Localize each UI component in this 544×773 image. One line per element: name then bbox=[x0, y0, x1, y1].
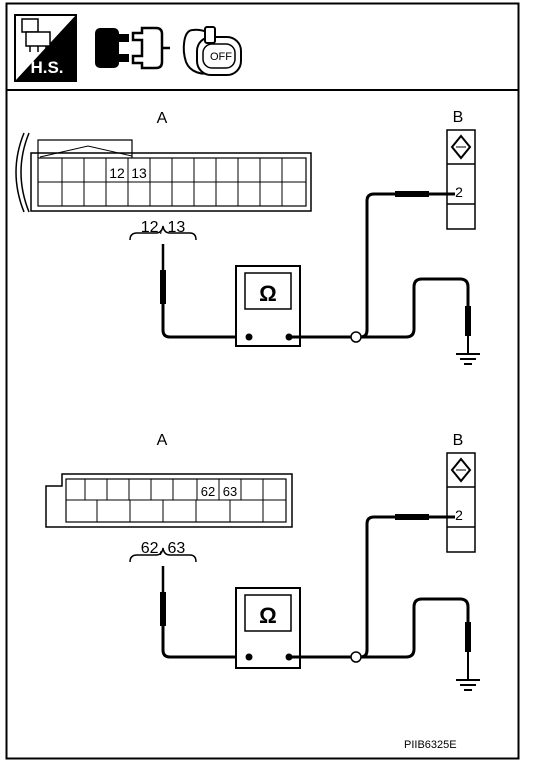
pin-b-2: 2 bbox=[455, 507, 463, 523]
pin-range-brace bbox=[129, 547, 197, 563]
harness-service-badge: H.S. bbox=[14, 14, 77, 82]
ground-symbol bbox=[456, 336, 480, 365]
connector-a bbox=[45, 473, 293, 528]
connector-b-label: B bbox=[453, 109, 464, 126]
pin-range-label: 62, 63 bbox=[141, 540, 186, 557]
figure-code: PIIB6325E bbox=[404, 739, 457, 751]
hs-badge-text: H.S. bbox=[30, 58, 63, 77]
pin-a-62: 62 bbox=[201, 484, 215, 499]
probe-b bbox=[395, 514, 429, 520]
connector-a-label: A bbox=[157, 432, 168, 449]
ignition-off-text: OFF bbox=[210, 51, 232, 63]
pin-b-2: 2 bbox=[455, 184, 463, 200]
probe-ground bbox=[465, 622, 471, 652]
lead-to-meter-left bbox=[161, 304, 249, 339]
probe-ground bbox=[465, 306, 471, 336]
probe-a bbox=[160, 270, 166, 304]
connector-a bbox=[15, 132, 312, 213]
lead-to-meter-left bbox=[161, 626, 249, 659]
connector-disconnect-icon bbox=[95, 26, 170, 70]
pin-range-brace bbox=[129, 225, 197, 241]
connector-b-label: B bbox=[453, 432, 464, 449]
lead-junction bbox=[350, 651, 362, 663]
ohmmeter: Ω bbox=[235, 587, 301, 669]
probe-b bbox=[395, 191, 429, 197]
pin-a-13: 13 bbox=[131, 165, 147, 181]
connector-b bbox=[446, 452, 476, 553]
pin-range-label: 12, 13 bbox=[141, 219, 186, 236]
connector-a-label: A bbox=[157, 110, 168, 127]
ohmmeter: Ω bbox=[235, 265, 301, 347]
diagram-1: A B 12 13 bbox=[15, 109, 480, 365]
ignition-off-icon: OFF bbox=[182, 26, 242, 76]
diagram-2: A B 62 bbox=[45, 432, 480, 691]
pin-a-63: 63 bbox=[223, 484, 237, 499]
pin-a-12: 12 bbox=[109, 165, 125, 181]
ohm-symbol: Ω bbox=[259, 281, 277, 306]
meter-terminal-left bbox=[245, 653, 253, 661]
seat-icon bbox=[21, 18, 51, 52]
ohm-symbol: Ω bbox=[259, 603, 277, 628]
meter-terminal-left bbox=[245, 333, 253, 341]
ground-symbol bbox=[456, 652, 480, 691]
connector-b bbox=[446, 129, 476, 230]
probe-a bbox=[160, 592, 166, 626]
page-frame bbox=[5, 2, 520, 760]
lead-junction bbox=[350, 331, 362, 343]
